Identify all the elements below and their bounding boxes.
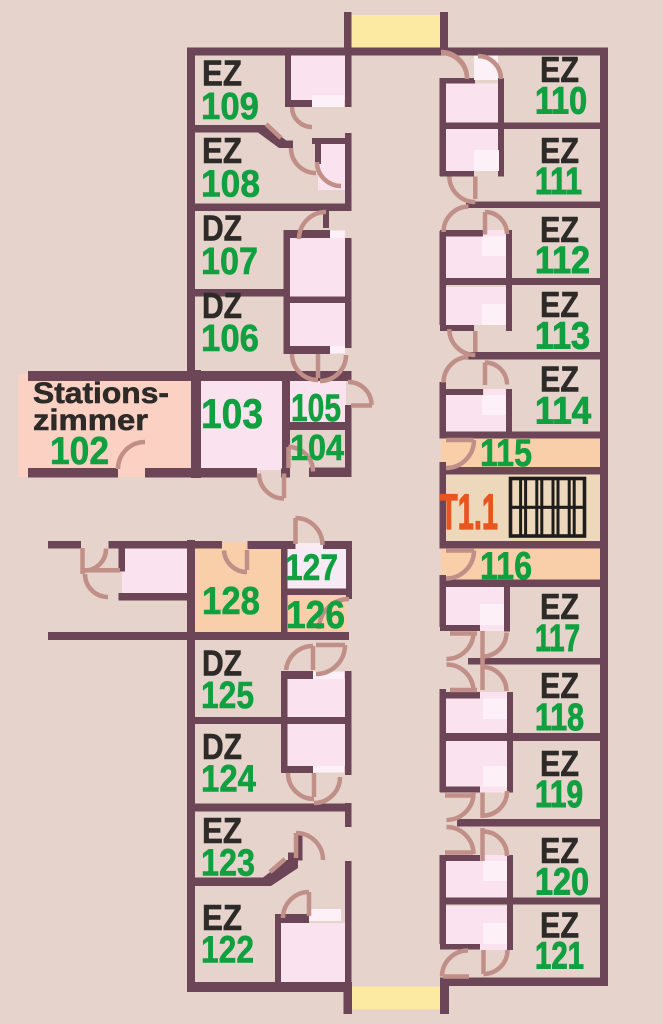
svg-text:112: 112 — [535, 240, 590, 282]
svg-text:DZ: DZ — [202, 208, 242, 249]
svg-text:106: 106 — [201, 318, 259, 360]
svg-text:102: 102 — [50, 430, 109, 473]
svg-text:126: 126 — [286, 594, 345, 637]
svg-text:DZ: DZ — [202, 726, 242, 767]
svg-text:EZ: EZ — [202, 897, 242, 938]
svg-text:109: 109 — [201, 86, 259, 128]
svg-text:EZ: EZ — [202, 130, 242, 171]
svg-text:EZ: EZ — [202, 53, 242, 94]
svg-text:107: 107 — [201, 241, 258, 283]
svg-text:EZ: EZ — [540, 209, 579, 250]
svg-text:EZ: EZ — [540, 665, 579, 706]
svg-text:110: 110 — [535, 81, 587, 123]
svg-text:EZ: EZ — [202, 810, 242, 851]
svg-text:DZ: DZ — [202, 643, 242, 684]
svg-text:111: 111 — [535, 161, 582, 203]
svg-text:123: 123 — [201, 843, 255, 885]
svg-text:EZ: EZ — [540, 284, 579, 325]
svg-text:115: 115 — [480, 432, 532, 475]
svg-text:103: 103 — [201, 390, 263, 437]
svg-text:zimmer: zimmer — [33, 404, 148, 437]
svg-text:113: 113 — [535, 316, 590, 358]
svg-text:117: 117 — [535, 618, 580, 660]
svg-text:Stations-: Stations- — [33, 377, 169, 410]
svg-text:EZ: EZ — [540, 586, 579, 627]
svg-text:116: 116 — [480, 545, 532, 588]
svg-text:EZ: EZ — [540, 905, 579, 946]
svg-text:DZ: DZ — [202, 285, 242, 326]
svg-text:EZ: EZ — [540, 49, 579, 90]
svg-text:127: 127 — [285, 547, 338, 588]
svg-text:124: 124 — [201, 759, 256, 801]
svg-text:EZ: EZ — [540, 743, 579, 784]
svg-text:EZ: EZ — [540, 359, 579, 400]
svg-text:105: 105 — [291, 387, 341, 430]
svg-text:108: 108 — [201, 164, 260, 206]
svg-text:122: 122 — [201, 930, 254, 972]
svg-text:118: 118 — [535, 697, 584, 739]
svg-text:114: 114 — [535, 391, 591, 433]
svg-text:125: 125 — [201, 675, 254, 717]
svg-text:119: 119 — [535, 774, 583, 816]
svg-text:EZ: EZ — [540, 830, 579, 871]
svg-text:120: 120 — [535, 862, 589, 904]
svg-text:128: 128 — [202, 580, 260, 623]
svg-text:EZ: EZ — [540, 130, 579, 171]
svg-text:121: 121 — [535, 936, 584, 978]
svg-text:104: 104 — [290, 427, 344, 468]
svg-text:T1.1: T1.1 — [440, 484, 498, 540]
